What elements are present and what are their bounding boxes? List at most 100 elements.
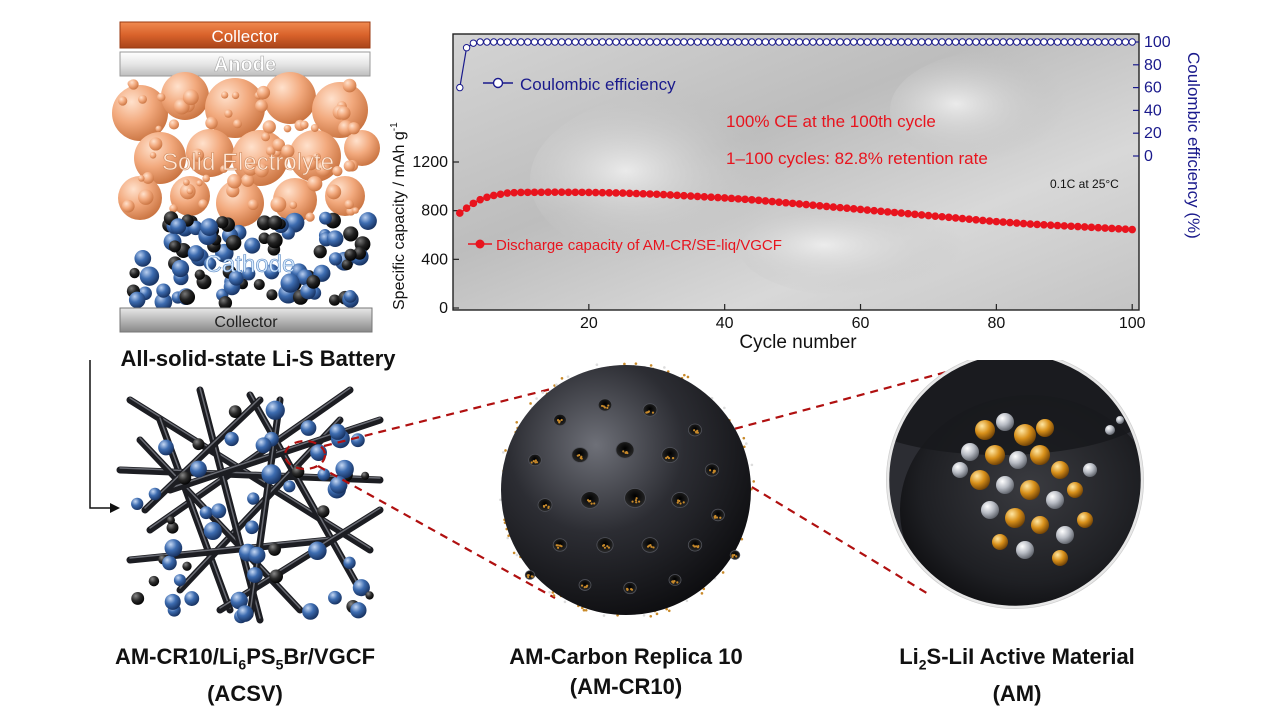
cathode-particle — [228, 270, 244, 286]
capacity-point — [1094, 223, 1103, 232]
pore-am-speck — [709, 469, 712, 472]
capacity-point — [1012, 219, 1021, 227]
li6ps5br-particle — [211, 503, 227, 519]
capacity-point — [992, 217, 1001, 226]
ce-point — [856, 38, 865, 46]
am-cr10-particle — [148, 575, 160, 587]
ce-point — [476, 38, 484, 46]
electrolyte-small-particle — [142, 171, 154, 184]
am-speck — [740, 537, 744, 541]
electrolyte-small-particle — [270, 196, 287, 213]
ce-point — [870, 38, 878, 46]
li2s-particle — [1005, 508, 1025, 528]
carbon-particle — [328, 294, 341, 306]
carbon-particle — [313, 245, 327, 259]
capacity-point — [1080, 223, 1089, 231]
solid-electrolyte-layer — [112, 72, 380, 227]
electrolyte-particle — [264, 72, 316, 124]
pore — [624, 488, 646, 508]
capacity-point — [809, 201, 817, 209]
electrolyte-small-particle — [310, 123, 319, 132]
am-cr10-particle — [361, 471, 370, 480]
am-speck — [512, 551, 516, 555]
y-left-axis-label: Specific capacity / mAh g-1 — [389, 122, 408, 310]
ce-point — [632, 38, 641, 46]
ce-point — [720, 38, 729, 46]
ce-point — [1026, 38, 1035, 46]
ce-point — [510, 38, 518, 46]
pore-am-speck — [647, 410, 651, 413]
electrolyte-particle — [273, 178, 317, 222]
capacity-point — [619, 189, 627, 197]
capacity-point — [883, 208, 892, 216]
pore-am-speck — [652, 546, 655, 549]
ce-point — [544, 38, 552, 46]
capacity-point — [598, 188, 607, 197]
ce-point — [714, 38, 722, 46]
pore-am-speck — [526, 574, 529, 577]
li6ps5br-particle — [173, 574, 186, 587]
pore-am-speck — [558, 421, 561, 424]
ce-point — [741, 38, 749, 46]
pore-am-speck — [626, 588, 629, 591]
pore-am-speck — [603, 546, 607, 549]
ce-point — [816, 38, 824, 46]
ce-point — [1013, 38, 1021, 46]
electrolyte-particle — [186, 129, 234, 177]
pore-am-speck — [696, 429, 699, 432]
li6ps5br-particle — [189, 460, 207, 478]
acsv-caption: AM-CR10/Li6PS5Br/VGCF (ACSV) — [80, 642, 410, 709]
ce-point — [1040, 38, 1048, 46]
x-tick-label: 40 — [716, 315, 734, 332]
electrolyte-small-particle — [241, 174, 255, 187]
cathode-particle — [244, 237, 261, 254]
ce-legend-marker — [492, 77, 504, 89]
am-cr10-sphere-illustration — [499, 362, 756, 618]
y-left-tick-label: 0 — [439, 300, 448, 317]
li2s-particle — [1052, 550, 1068, 566]
ce-point — [1060, 38, 1068, 46]
electrolyte-small-particle — [196, 180, 203, 187]
capacity-point — [680, 191, 688, 200]
battery-schematic: Collector Anode Solid Electrolyte Cathod… — [112, 21, 380, 333]
am-speck — [649, 364, 653, 367]
capacity-point — [734, 195, 743, 203]
ce-point — [524, 38, 532, 46]
pore-am-speck — [556, 546, 560, 549]
cathode-particle — [187, 245, 205, 262]
x-tick-label: 20 — [580, 315, 598, 332]
ce-point — [1053, 38, 1062, 46]
acsv-composite-illustration — [116, 386, 384, 624]
carbon-particle — [266, 289, 278, 301]
pore-am-speck — [602, 405, 605, 408]
li2s-particle — [1036, 419, 1054, 437]
electrolyte-small-particle — [344, 199, 354, 210]
capacity-point — [476, 195, 484, 204]
pore-am-speck — [671, 457, 675, 460]
capacity-point — [727, 194, 736, 203]
plot-frame — [452, 33, 1140, 311]
capacity-point — [945, 213, 953, 222]
ce-point — [822, 38, 831, 46]
pore-am-speck — [676, 581, 679, 584]
ce-point — [551, 38, 559, 46]
electrolyte-small-particle — [182, 179, 190, 186]
lii-particle — [981, 501, 999, 519]
ce-point — [1006, 38, 1014, 46]
bottom-collector — [119, 307, 373, 333]
acsv-caption-line1: AM-CR10/Li6PS5Br/VGCF — [80, 642, 410, 679]
am-cr10-particle — [182, 561, 192, 571]
ce-point — [1080, 38, 1089, 46]
vgcf-fiber-highlight — [149, 387, 351, 529]
pore-am-speck — [666, 455, 669, 458]
ce-point — [924, 38, 933, 46]
li2s-particle — [975, 420, 995, 440]
ce-point — [911, 38, 919, 46]
pore — [597, 398, 613, 412]
carbon-particle — [344, 248, 357, 261]
pore — [668, 574, 682, 586]
capacity-point — [958, 214, 967, 223]
pore-am-speck — [593, 502, 596, 505]
ce-point — [1047, 38, 1055, 46]
am-cr10-particle — [177, 471, 192, 485]
